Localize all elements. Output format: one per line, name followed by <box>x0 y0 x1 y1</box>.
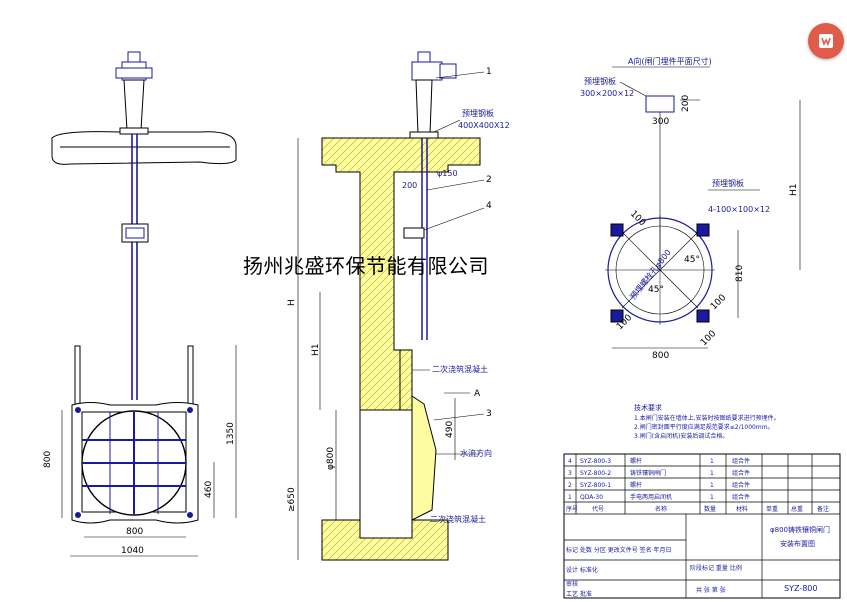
tb-header-code: 代号 <box>592 505 604 513</box>
dim-490: 490 <box>445 421 455 438</box>
tb-header-no: 序号 <box>566 505 578 513</box>
section-labels: 1 预埋钢板 400X400X12 φ150 2 200 4 H H1 二次浇筑… <box>287 67 510 524</box>
dim-phi800: φ800 <box>326 447 336 470</box>
offset-200: 200 <box>402 181 417 190</box>
dim-1350: 1350 <box>226 422 236 445</box>
tb-row-4-mat: 组合件 <box>732 493 750 501</box>
front-view <box>51 51 237 557</box>
tb-row-1-qty: 1 <box>710 458 714 465</box>
app-badge-icon[interactable] <box>808 23 844 59</box>
tb-stage-labels: 阶段标记 重量 比例 <box>690 564 742 572</box>
tb-row-1-mat: 组合件 <box>732 457 750 465</box>
note-concrete-top: 二次浇筑混凝土 <box>432 364 488 374</box>
tb-row-3-name: 螺杆 <box>630 481 642 489</box>
tb-sign-row-3: 审核 <box>566 580 578 588</box>
plan-dim-100-d: 100 <box>699 329 718 348</box>
plan-plate-note-top: 预埋钢板 <box>584 76 616 86</box>
tb-row-2-name: 铸铁镶铜闸门 <box>630 469 666 477</box>
plan-dim-100-a: 100 <box>628 209 647 228</box>
tb-row-1-no: 4 <box>568 458 572 465</box>
plan-plate-size-side: 4-100×100×12 <box>708 205 770 214</box>
tb-row-3-code: SYZ-800-1 <box>580 482 611 489</box>
title-block-text: 4 SYZ-800-3 螺杆 1 组合件 3 SYZ-800-2 铸铁镶铜闸门 … <box>566 457 830 598</box>
callout-1: 1 <box>486 67 492 77</box>
tb-row-4-name: 手电两用启闭机 <box>630 493 672 501</box>
tb-row-1-code: SYZ-800-3 <box>580 458 611 465</box>
plan-title: A向(闸门埋件平面尺寸) <box>628 56 712 66</box>
dim-1040: 1040 <box>121 546 144 556</box>
front-deck <box>51 131 237 165</box>
title-block <box>563 453 841 599</box>
plan-dim-H1: H1 <box>789 184 799 197</box>
plan-dim-800: 800 <box>652 351 669 361</box>
plan-view <box>605 66 801 349</box>
notes-line-2: 2.闸门密封面平行度应满足规范要求≤2/1000mm。 <box>634 423 774 431</box>
tb-row-2-code: SYZ-800-2 <box>580 470 611 477</box>
tech-notes: 技术要求 1.本闸门安装在墙体上,安装时按图纸要求进行预埋件。 2.闸门密封面平… <box>634 403 780 440</box>
tb-row-4-no: 1 <box>568 494 572 501</box>
tb-header-mat: 材料 <box>736 505 748 513</box>
marker-A: A <box>474 389 481 399</box>
tb-header-name: 名称 <box>655 505 667 513</box>
tb-drawing-no: SYZ-800 <box>784 584 817 593</box>
notes-line-3: 3.闸门(含启闭机)安装后调试合格。 <box>634 432 728 440</box>
tb-sign-row-4: 工艺 批准 <box>566 590 592 598</box>
plan-plate-size-top: 300×200×12 <box>580 89 634 98</box>
section-gate <box>411 395 437 521</box>
tb-row-4-code: QDA-30 <box>580 494 603 501</box>
tb-sheet-labels: 共 张 第 张 <box>696 586 726 594</box>
plate-note: 预埋钢板 <box>462 108 494 118</box>
plan-dim-200: 200 <box>681 95 691 112</box>
callout-4: 4 <box>486 201 492 211</box>
dim-H1: H1 <box>311 344 321 357</box>
plan-dim-100-b: 100 <box>709 293 728 312</box>
tb-row-4-qty: 1 <box>710 494 714 501</box>
tb-drawing-title-2: 安装布置图 <box>780 539 815 548</box>
dim-800-width: 800 <box>126 527 143 537</box>
plan-dim-45: 45° <box>684 255 700 265</box>
document-icon <box>819 34 833 48</box>
tb-row-3-qty: 1 <box>710 482 714 489</box>
dim-650: ≥650 <box>287 487 297 512</box>
plan-dim-300: 300 <box>652 117 669 127</box>
tb-row-2-qty: 1 <box>710 470 714 477</box>
plate-size: 400X400X12 <box>458 121 510 130</box>
tb-sign-row-1: 标记 处数 分区 更改文件号 签名 年月日 <box>566 546 672 554</box>
pipe-dia: φ150 <box>437 169 458 178</box>
tb-header-total-wt: 总重 <box>791 505 803 513</box>
plan-dim-810: 810 <box>735 265 745 282</box>
tb-header-remark: 备注 <box>817 505 829 513</box>
tb-row-2-mat: 组合件 <box>732 469 750 477</box>
tb-row-3-no: 2 <box>568 482 572 489</box>
front-dim-labels: 800 1350 460 800 1040 <box>43 422 236 556</box>
front-actuator <box>115 51 153 135</box>
notes-line-1: 1.本闸门安装在墙体上,安装时按图纸要求进行预埋件。 <box>634 414 780 422</box>
note-concrete-bottom: 二次浇筑混凝土 <box>430 514 486 524</box>
tb-row-3-mat: 组合件 <box>732 481 750 489</box>
tb-header-unit-wt: 单重 <box>766 505 778 513</box>
callout-2: 2 <box>486 175 492 185</box>
dim-H: H <box>287 299 297 306</box>
callout-3: 3 <box>486 409 492 419</box>
company-watermark: 扬州兆盛环保节能有限公司 <box>243 254 489 278</box>
tb-row-1-name: 螺杆 <box>630 457 642 465</box>
plan-dim-45b: 45° <box>648 285 664 295</box>
note-water: 水流方向 <box>460 448 492 458</box>
tb-header-qty: 数量 <box>704 505 716 513</box>
section-view <box>297 51 485 561</box>
dim-460: 460 <box>204 481 214 498</box>
tb-row-2-no: 3 <box>568 470 572 477</box>
notes-title: 技术要求 <box>634 403 662 412</box>
tb-sign-row-2: 设计 标准化 <box>566 566 598 574</box>
tb-drawing-title-1: φ800铸铁镶铜闸门 <box>770 525 830 534</box>
dim-800-vertical: 800 <box>43 451 53 468</box>
plan-plate-note-side: 预埋钢板 <box>712 178 744 188</box>
